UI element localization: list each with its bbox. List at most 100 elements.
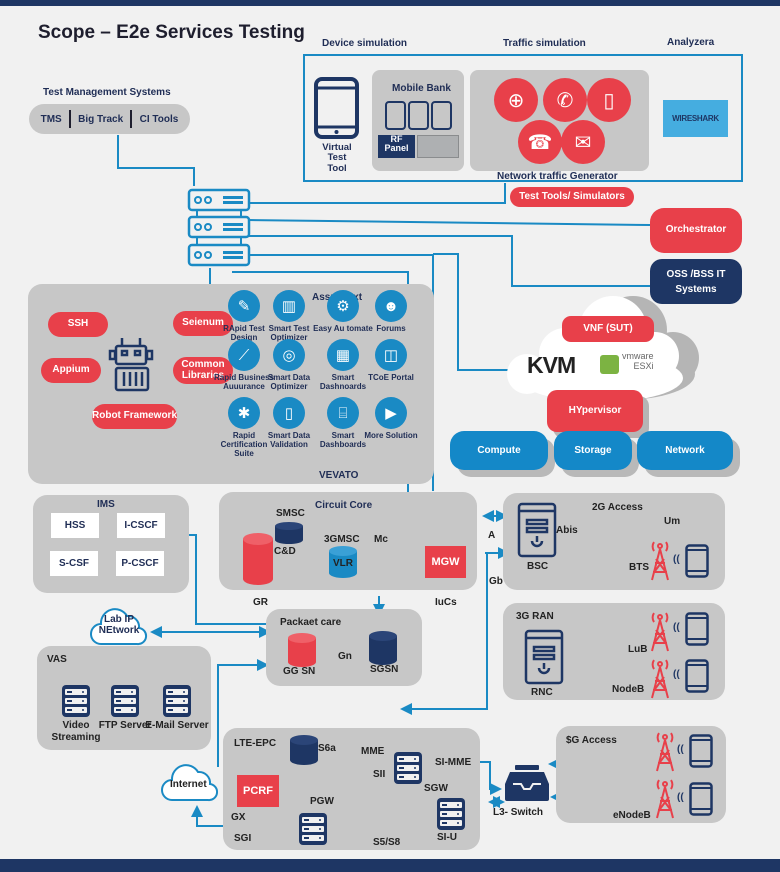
- mobile-devices-icon: [385, 101, 453, 136]
- internet-cloud-icon: [160, 762, 222, 809]
- 2g-access-panel: [503, 493, 725, 590]
- line-server-tools: [248, 183, 506, 204]
- tool-label: Easy Au tomate: [313, 324, 373, 333]
- ggsn-database-icon: [288, 633, 316, 672]
- kvm-logo: KVM: [527, 352, 576, 378]
- l3-switch-icon: [505, 765, 549, 806]
- server-rack-icon: [110, 684, 140, 723]
- internet-label: Internet: [170, 779, 207, 790]
- p-cscf-node[interactable]: P-CSCF: [116, 551, 164, 576]
- vas-server-label: FTP Server: [98, 720, 152, 731]
- oss-bss-line-2: Systems: [675, 283, 717, 295]
- people-icon[interactable]: ☻: [375, 290, 407, 322]
- target-icon[interactable]: ◎: [273, 339, 305, 371]
- orchestrator-box[interactable]: Orchestrator: [650, 208, 742, 253]
- layout-icon[interactable]: ◫: [375, 339, 407, 371]
- appium-pill[interactable]: Appium: [41, 358, 101, 383]
- lte-epc-title: LTE-EPC: [234, 738, 277, 749]
- oss-bss-line-1: OSS /BSS IT: [666, 268, 726, 280]
- robot-icon: [108, 336, 156, 399]
- hss-node[interactable]: HSS: [51, 513, 99, 538]
- mobile-device-icon: [685, 544, 709, 583]
- tablet-icon[interactable]: ▯: [273, 397, 305, 429]
- cd-database-icon: [243, 533, 273, 590]
- test-tools-box: [303, 54, 743, 182]
- pcrf-box[interactable]: PCRF: [237, 775, 279, 807]
- a-interface-label: A: [488, 530, 496, 541]
- nodeb-label: NodeB: [612, 684, 645, 695]
- wireshark-logo: WIRESHARK: [663, 100, 728, 137]
- ci-tools-item[interactable]: CI Tools: [139, 113, 179, 125]
- bar-chart-icon[interactable]: ▥: [273, 290, 305, 322]
- signal-icon: ((: [673, 554, 680, 565]
- tms-heading: Test Management Systems: [43, 87, 171, 98]
- network-box[interactable]: Network: [637, 431, 733, 470]
- sgsn-label: SGSN: [370, 664, 399, 675]
- oss-bss-box[interactable]: OSS /BSS IT Systems: [650, 259, 742, 304]
- tool-label: Smart Data Optimizer: [267, 373, 311, 391]
- gears-icon[interactable]: ⚙: [327, 290, 359, 322]
- play-icon[interactable]: ▶: [375, 397, 407, 429]
- lub-label: LuB: [628, 644, 648, 655]
- rf-equipment-image: [417, 135, 459, 158]
- common-libraries-pill[interactable]: Common Libraries: [173, 357, 233, 384]
- mgw-box[interactable]: MGW: [425, 546, 466, 578]
- tool-label: Forums: [376, 324, 406, 333]
- s-csf-node[interactable]: S-CSF: [50, 551, 98, 576]
- vas-server-label: Video Streaming: [51, 720, 101, 743]
- si-u-label: SI-U: [437, 832, 457, 843]
- hypervisor-box[interactable]: HYpervisor: [547, 390, 643, 432]
- cell-tower-icon: [648, 612, 672, 657]
- gn-label: Gn: [338, 651, 352, 662]
- mail-icon: ✉: [561, 120, 605, 164]
- mobile-device-icon: [689, 734, 713, 773]
- line-tms-server: [117, 135, 195, 186]
- vmware-text: vmware: [622, 351, 654, 361]
- calculator-icon[interactable]: ▦: [327, 339, 359, 371]
- si-mme-label: SI-MME: [435, 757, 472, 768]
- tool-label: Smart Test Optimizer: [268, 324, 310, 342]
- tool-label: Rapid Certification Suite: [220, 431, 268, 458]
- ims-panel: [33, 495, 189, 593]
- 2g-access-title: 2G Access: [592, 502, 643, 513]
- enodeb-label: eNodeB: [613, 810, 651, 821]
- mobile-bank-label: Mobile Bank: [392, 83, 451, 94]
- ims-title: IMS: [97, 499, 115, 510]
- bsc-label: BSC: [527, 561, 549, 572]
- storage-box[interactable]: Storage: [554, 431, 632, 470]
- pencil-ruler-icon[interactable]: ✎: [228, 290, 260, 322]
- tms-item[interactable]: TMS: [40, 113, 62, 125]
- vmware-icon: [600, 355, 619, 374]
- tool-label: Smart Dashnoards: [319, 373, 367, 391]
- vevato-title: VEVATO: [319, 470, 359, 481]
- vnf-sut-box[interactable]: VNF (SUT): [562, 316, 654, 342]
- lab-ip-cloud-icon: [89, 604, 149, 653]
- mobile-device-icon: [689, 782, 713, 821]
- frame-icon[interactable]: ⌸: [327, 397, 359, 429]
- selenium-pill[interactable]: Seienum: [173, 311, 233, 336]
- vlr-label: VLR: [333, 558, 353, 569]
- s6a-database-icon: [290, 735, 318, 770]
- line-server-orchestrator: [247, 219, 651, 226]
- device-simulation-label: Device simulation: [322, 38, 408, 49]
- vas-title: VAS: [47, 654, 67, 665]
- signal-icon: ((: [677, 744, 684, 755]
- compute-box[interactable]: Compute: [450, 431, 548, 470]
- bts-label: BTS: [629, 562, 649, 573]
- robot-framework-pill[interactable]: Robot Framework: [92, 404, 177, 429]
- line-chart-icon[interactable]: ⟋: [228, 339, 260, 371]
- i-cscf-node[interactable]: I-CSCF: [117, 513, 165, 538]
- network-icon[interactable]: ✱: [228, 397, 260, 429]
- test-tools-badge[interactable]: Test Tools/ Simulators: [510, 187, 634, 207]
- tool-label: More Solution: [364, 431, 418, 440]
- fax-icon: ☎: [518, 120, 562, 164]
- smsc-label: SMSC: [276, 508, 305, 519]
- cell-tower-icon: [653, 779, 677, 824]
- sii-label: SII: [373, 769, 386, 780]
- ssh-pill[interactable]: SSH: [48, 312, 108, 337]
- big-track-item[interactable]: Big Track: [78, 113, 124, 125]
- separator: [130, 110, 133, 128]
- cell-tower-icon: [653, 732, 677, 777]
- traffic-simulation-label: Traffic simulation: [503, 38, 586, 49]
